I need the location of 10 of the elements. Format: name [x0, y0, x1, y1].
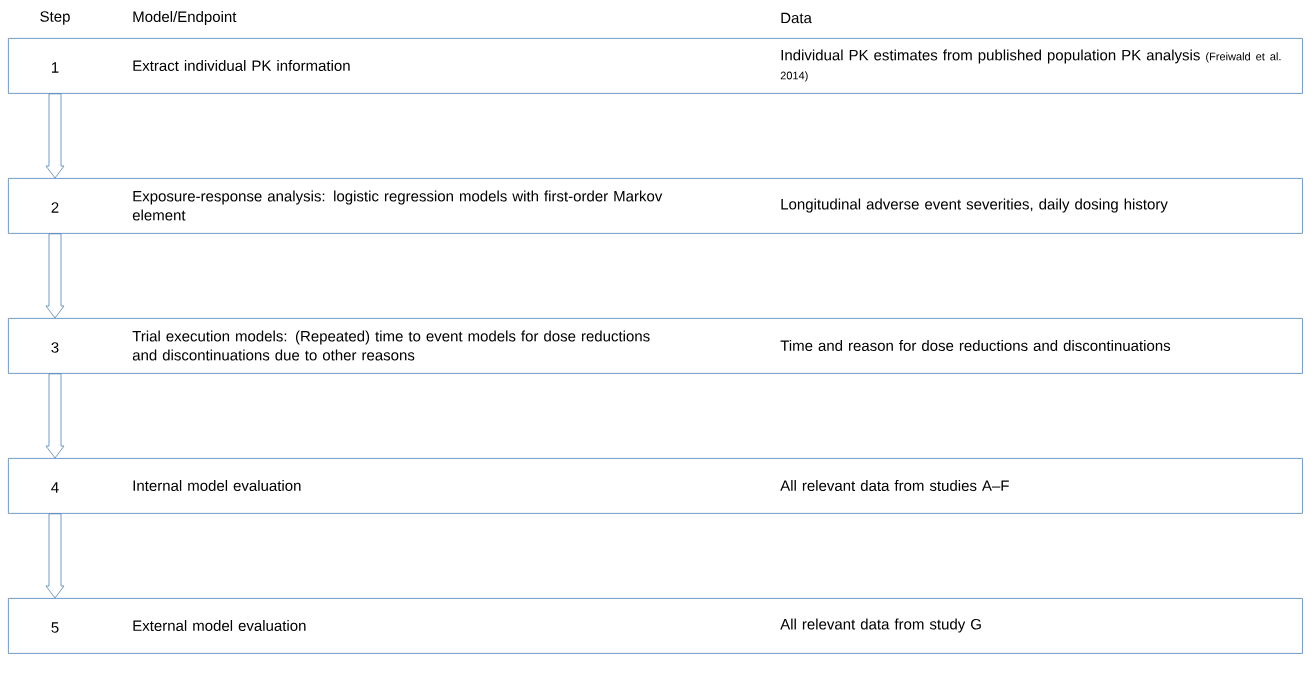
- arrow: [45, 93, 65, 179]
- step-box: 4 Internal model evaluation All relevant data from studies A–F: [8, 458, 1303, 514]
- arrow: [45, 373, 65, 459]
- column-header: Data: [781, 12, 812, 24]
- step-box: 2 Exposure-response analysis: logistic regression models with first-order Markov element Longitudinal adverse event severities, daily dosing history: [8, 178, 1303, 234]
- arrow: [45, 233, 65, 319]
- step-box: 5 External model evaluation All relevant data from study G: [8, 598, 1303, 654]
- arrow: [45, 513, 65, 599]
- step-box: 3 Trial execution models: (Repeated) time to event models for dose reductions and discontinuations due to other reasons Time and reason for dose reductions and discontinuations: [8, 318, 1303, 374]
- step-box: 1 Extract individual PK information Individual PK estimates from published population PK analysis (Freiwald et al. 2014): [8, 38, 1303, 94]
